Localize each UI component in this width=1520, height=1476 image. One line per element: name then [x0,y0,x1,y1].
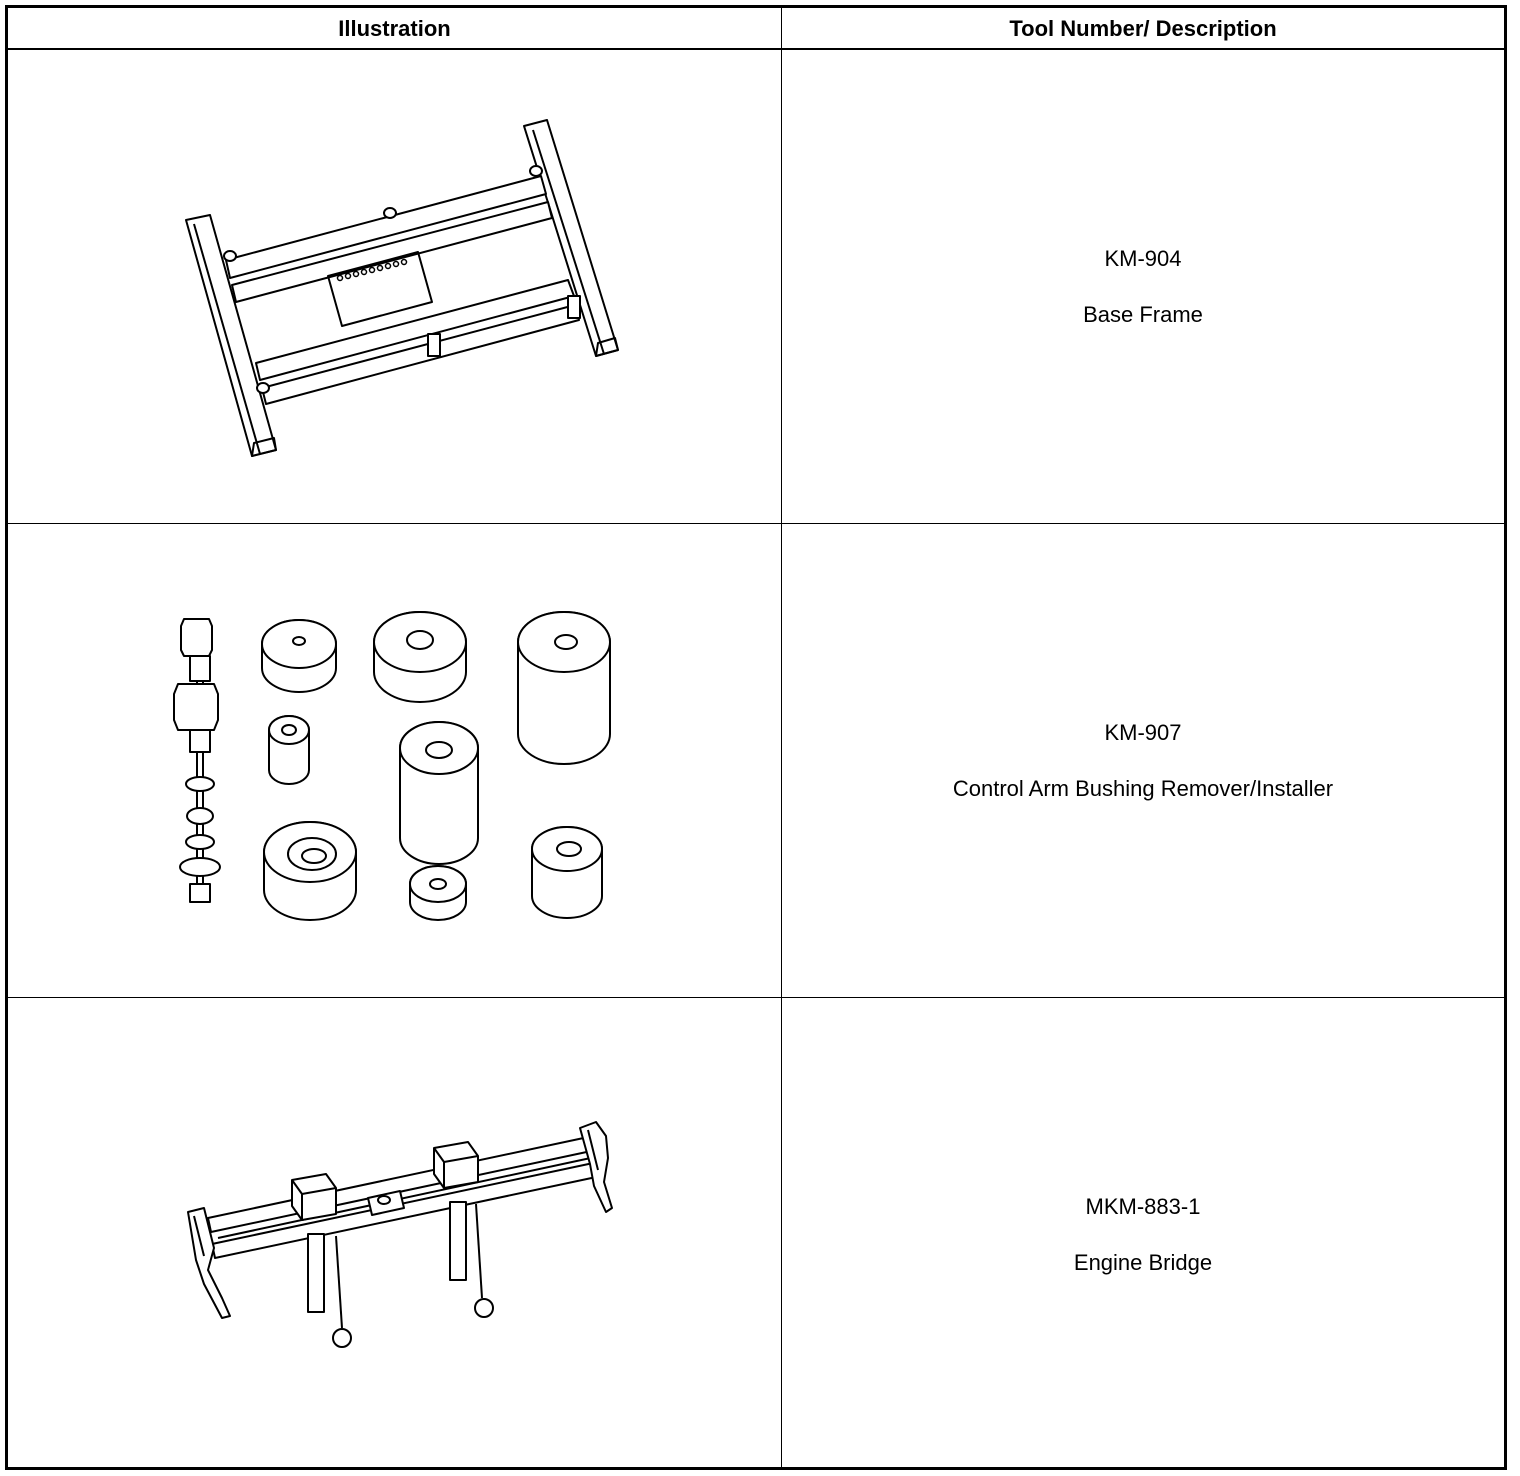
description-cell: KM-904 Base Frame [782,50,1504,523]
table-header: Illustration Tool Number/ Description [8,8,1504,50]
table-row: KM-904 Base Frame [8,50,1504,524]
description-cell: MKM-883-1 Engine Bridge [782,998,1504,1467]
column-divider [781,8,782,1467]
tool-description: Control Arm Bushing Remover/Installer [952,776,1334,801]
tool-number: MKM-883-1 [1085,1194,1201,1219]
tool-number: KM-904 [1104,246,1182,271]
tool-description: Base Frame [1083,302,1203,327]
bushing-tool-set-drawing [8,524,781,996]
table-row: KM-907 Control Arm Bushing Remover/Insta… [8,524,1504,998]
header-tool-description: Tool Number/ Description [1009,16,1277,41]
header-illustration: Illustration [338,16,451,41]
tool-number: KM-907 [1104,720,1182,745]
tool-table: Illustration Tool Number/ Description [5,5,1507,1470]
table-row: MKM-883-1 Engine Bridge [8,998,1504,1467]
tool-description: Engine Bridge [1073,1250,1213,1275]
illustration-cell [8,50,781,523]
base-frame-drawing [8,50,781,522]
description-cell: KM-907 Control Arm Bushing Remover/Insta… [782,524,1504,997]
illustration-cell [8,524,781,997]
engine-bridge-drawing [8,998,781,1465]
illustration-cell [8,998,781,1467]
